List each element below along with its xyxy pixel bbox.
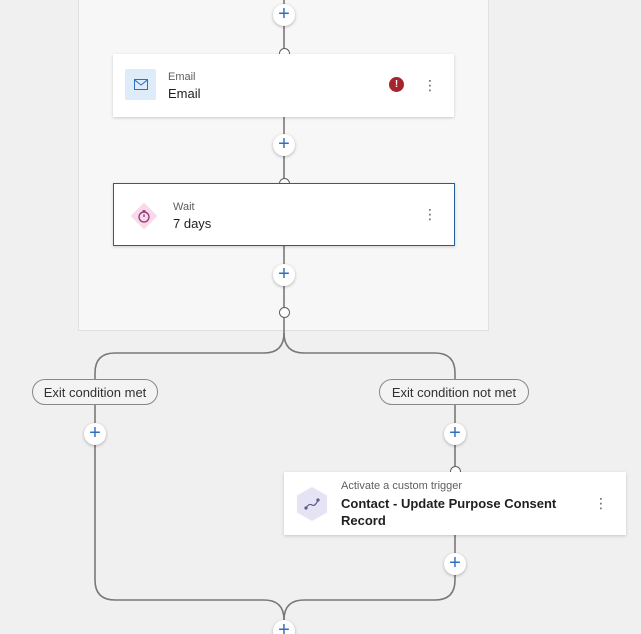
trigger-step-title-line2: Record — [341, 513, 386, 528]
more-options-button[interactable]: ⋮ — [423, 76, 437, 93]
add-step-button[interactable]: + — [273, 134, 295, 156]
wait-step-title: 7 days — [173, 216, 212, 231]
custom-trigger-step-card[interactable]: Activate a custom trigger Contact - Upda… — [284, 472, 626, 535]
more-options-button[interactable]: ⋮ — [594, 494, 608, 511]
branch-label-exit-met[interactable]: Exit condition met — [32, 379, 158, 405]
add-step-button-left-branch[interactable]: + — [84, 423, 106, 445]
trigger-step-type: Activate a custom trigger — [341, 480, 463, 492]
email-step-type: Email — [168, 71, 196, 83]
branch-label-exit-not-met[interactable]: Exit condition not met — [379, 379, 529, 405]
more-options-button[interactable]: ⋮ — [423, 205, 437, 222]
wait-step-card[interactable]: Wait 7 days ⋮ — [113, 183, 455, 246]
connector-node — [278, 306, 290, 318]
add-step-button[interactable]: + — [273, 4, 295, 26]
trigger-step-title-line1: Contact - Update Purpose Consent — [341, 496, 557, 511]
error-icon[interactable]: ! — [389, 77, 404, 92]
add-step-button[interactable]: + — [273, 264, 295, 286]
email-step-card[interactable]: Email Email ! ⋮ — [113, 54, 454, 117]
add-step-button-right-branch-bottom[interactable]: + — [444, 553, 466, 575]
email-step-title: Email — [168, 86, 201, 101]
mail-icon — [125, 69, 156, 100]
add-step-button-right-branch[interactable]: + — [444, 423, 466, 445]
custom-trigger-icon — [295, 486, 329, 522]
wait-step-type: Wait — [173, 201, 195, 213]
add-step-button-bottom[interactable]: + — [273, 620, 295, 634]
timer-icon — [129, 201, 159, 231]
